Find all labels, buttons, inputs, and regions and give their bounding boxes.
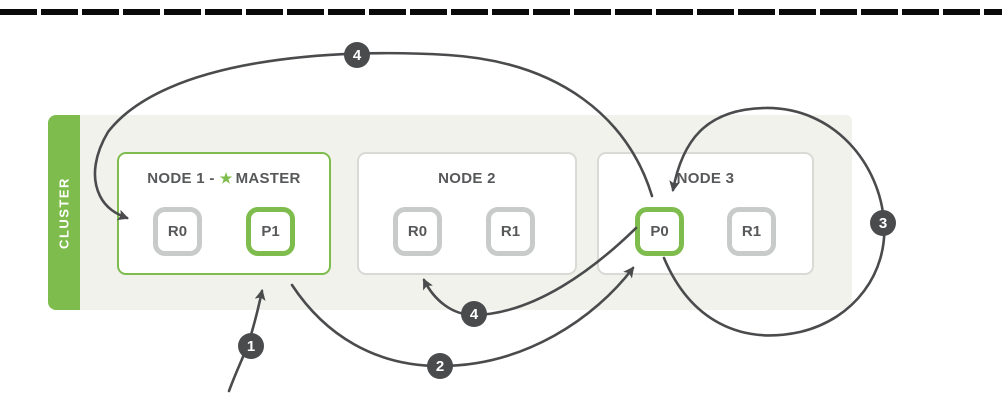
replica-shard-r0-node1: R0 (153, 207, 202, 256)
step-badge-3: 3 (870, 210, 896, 236)
cluster-label: CLUSTER (56, 176, 72, 249)
step-badge-2: 2 (427, 353, 453, 379)
master-label: MASTER (235, 170, 301, 187)
node-1-name: NODE 1 - (147, 170, 215, 187)
shard-label: P1 (261, 223, 280, 240)
node-3-title: NODE 3 (599, 170, 812, 187)
node-1-title: NODE 1 - ★ MASTER (119, 170, 329, 187)
replica-shard-r1-node2: R1 (486, 207, 535, 256)
node-3-name: NODE 3 (676, 170, 735, 187)
node-2-box: NODE 2 R0 R1 (357, 152, 577, 275)
shard-label: P0 (650, 223, 669, 240)
node-2-title: NODE 2 (359, 170, 575, 187)
replica-shard-r1-node3: R1 (727, 207, 776, 256)
primary-shard-p0-node3: P0 (635, 207, 684, 256)
node-1-box: NODE 1 - ★ MASTER R0 P1 (117, 152, 331, 275)
shard-label: R1 (741, 223, 762, 240)
step-badge-1: 1 (238, 333, 264, 359)
step-badge-4-bottom: 4 (461, 301, 487, 327)
node-2-name: NODE 2 (438, 170, 496, 187)
shard-label: R0 (167, 223, 188, 240)
master-star-icon: ★ (219, 170, 233, 186)
primary-shard-p1-node1: P1 (246, 207, 295, 256)
step-badge-4-top: 4 (344, 42, 370, 68)
replica-shard-r0-node2: R0 (393, 207, 442, 256)
shard-label: R0 (407, 223, 428, 240)
node-3-box: NODE 3 P0 R1 (597, 152, 814, 275)
shard-label: R1 (500, 223, 521, 240)
cluster-tab: CLUSTER (48, 115, 80, 310)
